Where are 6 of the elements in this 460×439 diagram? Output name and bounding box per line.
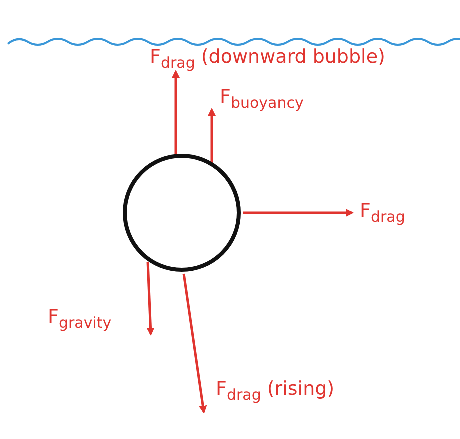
- force-label: F$_{drag}$ (downward bubble): [150, 46, 386, 72]
- force-label: F$_{drag}$ (rising): [216, 378, 335, 404]
- force-label: F$_{buoyancy}$: [220, 86, 304, 112]
- force-label: F$_{gravity}$: [48, 306, 112, 332]
- force-label: F$_{drag}$: [360, 200, 406, 226]
- bubble-circle: [122, 153, 242, 273]
